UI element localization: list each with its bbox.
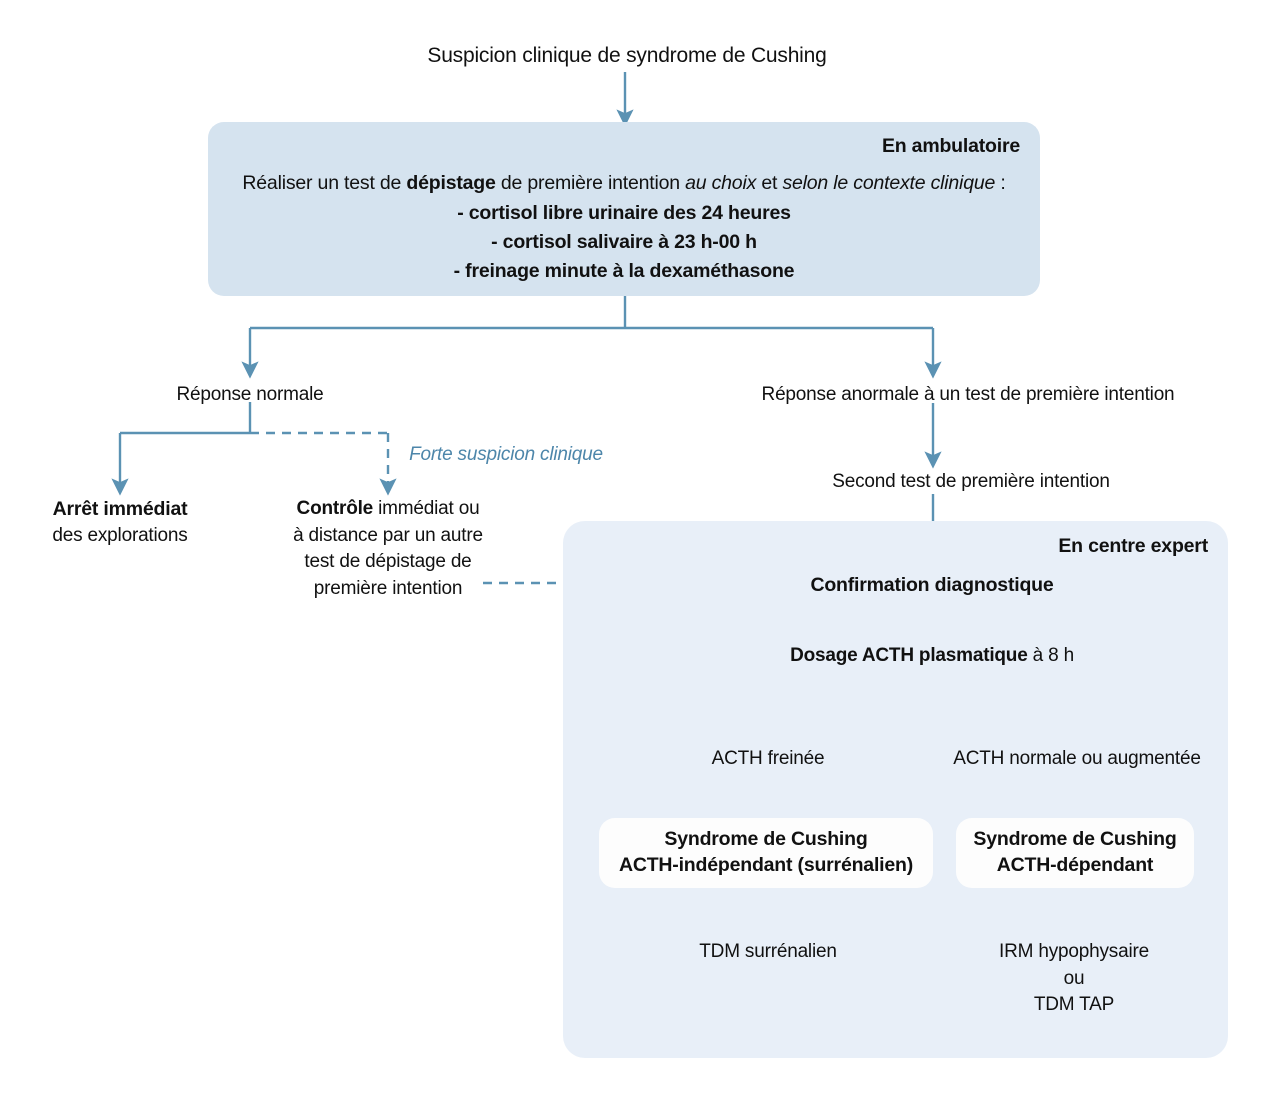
node-confirmation-diagnostique: Confirmation diagnostique [810,574,1054,596]
node-controle: Contrôle immédiat ou à distance par un a… [258,496,518,602]
node-irm-line1: IRM hypophysaire [999,941,1149,962]
node-dosage-acth: Dosage ACTH plasmatique à 8 h [722,643,1142,670]
label-en-centre-expert: En centre expert [1058,535,1208,557]
panel-en-ambulatoire [208,122,1040,296]
node-controle-line3: test de dépistage de [304,551,472,573]
ambulatoire-intro-part1: Réaliser un test de [242,172,407,194]
node-controle-line2: à distance par un autre [293,524,483,546]
box-cushing-acth-dependant: Syndrome de Cushing ACTH-dépendant [956,818,1194,888]
box-left-line2: ACTH-indépendant (surrénalien) [618,854,914,876]
node-dosage-acth-bold: Dosage ACTH plasmatique [790,645,1028,666]
label-en-ambulatoire: En ambulatoire [881,135,1020,157]
node-arret-immediat-line2: des explorations [52,525,188,547]
ambulatoire-intro-part2: de première intention [495,172,686,194]
ambulatoire-intro-part4: : [995,172,1006,194]
box-left-line1: Syndrome de Cushing [664,828,868,851]
node-dosage-acth-rest: à 8 h [1027,645,1074,666]
ambulatoire-intro-bold: dépistage [406,172,496,194]
node-reponse-anormale: Réponse anormale à un test de première i… [761,384,1175,405]
node-irm-hypophysaire: IRM hypophysaire ou TDM TAP [924,939,1224,1019]
ambulatoire-item-1: - cortisol libre urinaire des 24 heures [457,202,791,224]
node-acth-freinee: ACTH freinée [711,748,825,769]
node-tdm-surrenalien: TDM surrénalien [699,941,837,962]
ambulatoire-item-2: - cortisol salivaire à 23 h-00 h [491,231,757,253]
node-irm-line3: TDM TAP [1033,994,1115,1016]
node-controle-line1: Contrôle immédiat ou [258,496,518,523]
page-title: Suspicion clinique de syndrome de Cushin… [427,44,827,67]
node-controle-line4: première intention [313,577,463,599]
node-irm-line2: ou [1063,967,1085,989]
box-right-line2: ACTH-dépendant [996,854,1154,876]
ambulatoire-intro-part3: et [756,172,783,194]
ambulatoire-intro-italic1: au choix [685,172,757,194]
box-cushing-acth-dependant-text: Syndrome de Cushing ACTH-dépendant [973,827,1176,878]
node-arret-immediat-line1: Arrêt immédiat [52,498,188,520]
panel-en-centre-expert [563,521,1228,1058]
ambulatoire-intro-line: Réaliser un test de dépistage de premièr… [219,170,1029,198]
box-cushing-acth-independant-text: Syndrome de Cushing ACTH-indépendant (su… [619,827,913,878]
label-forte-suspicion-clinique: Forte suspicion clinique [409,444,603,465]
node-acth-normale: ACTH normale ou augmentée [953,748,1201,769]
node-arret-immediat: Arrêt immédiat des explorations [0,496,250,550]
node-controle-bold: Contrôle [296,498,374,519]
box-cushing-acth-independant: Syndrome de Cushing ACTH-indépendant (su… [599,818,933,888]
ambulatoire-intro-italic2: selon le contexte clinique [782,172,996,194]
node-controle-rest: immédiat ou [373,498,480,519]
box-right-line1: Syndrome de Cushing [973,828,1177,851]
node-second-test: Second test de première intention [832,471,1110,492]
ambulatoire-item-3: - freinage minute à la dexaméthasone [453,260,795,282]
node-reponse-normale: Réponse normale [176,384,324,405]
